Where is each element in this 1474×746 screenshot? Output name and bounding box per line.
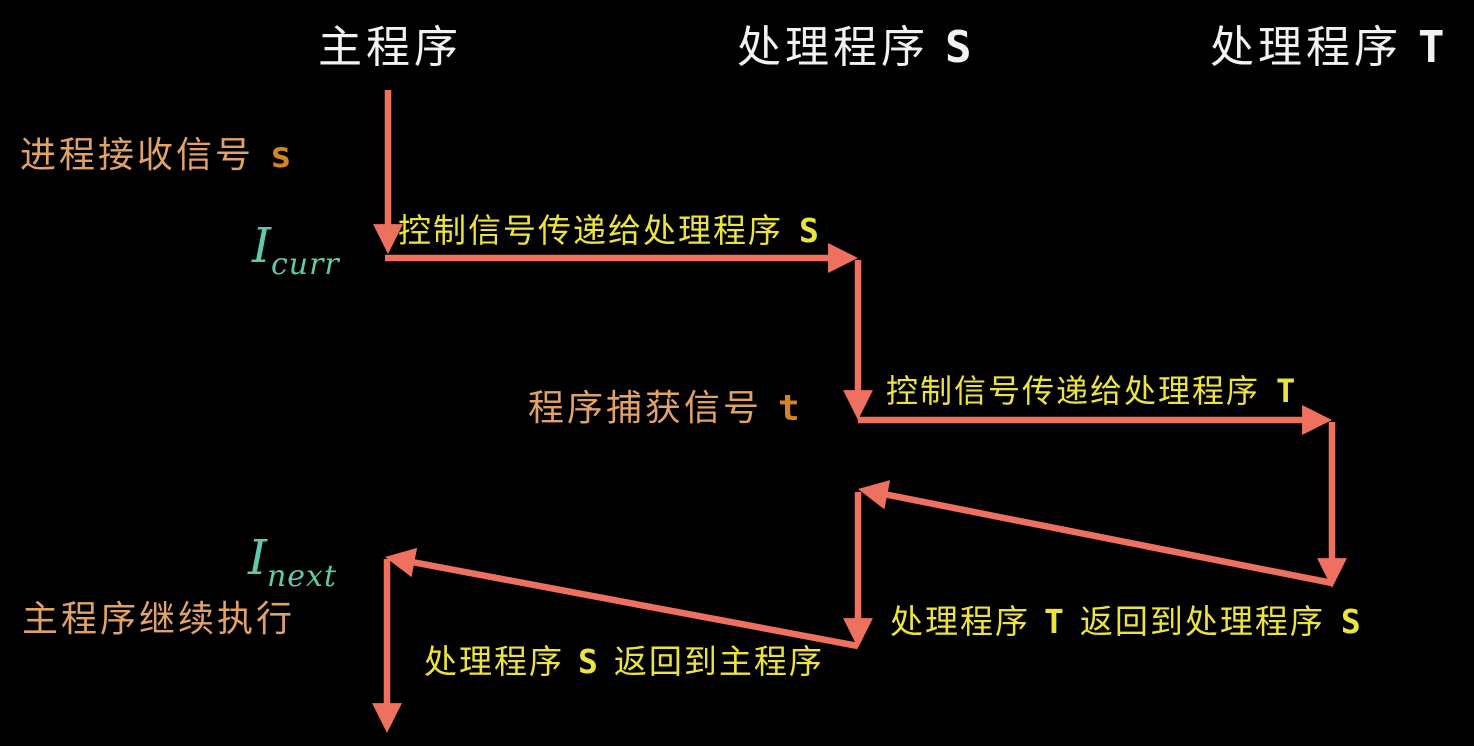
receive-signal-text: 进程接收信号 — [20, 135, 255, 176]
annotation-handler-t-returns: 处理程序 T 返回到处理程序 S — [890, 605, 1363, 638]
t-returns-part2: 返回到处理程序 — [1079, 602, 1325, 641]
t-returns-part1: 处理程序 — [890, 602, 1030, 641]
instruction-i-curr: Icurr — [252, 222, 340, 280]
i-next-base: I — [248, 530, 267, 586]
handler-t-return-arrow — [858, 480, 1333, 587]
s-returns-part1: 处理程序 — [424, 642, 564, 681]
event-main-program-continues: 主程序继续执行 — [22, 602, 295, 638]
event-process-receives-signal: 进程接收信号 s — [20, 138, 295, 174]
i-curr-subscript: curr — [270, 247, 340, 282]
t-returns-letter2: S — [1340, 602, 1363, 641]
handler-s-return-arrow — [384, 547, 859, 650]
annotation-handler-s-returns: 处理程序 S 返回到主程序 — [424, 645, 824, 678]
column-header-main-program: 主程序 — [318, 26, 462, 70]
catch-signal-letter: t — [778, 388, 803, 429]
t-returns-letter1: T — [1044, 602, 1066, 641]
transfer-to-s-letter: S — [799, 211, 821, 250]
transfer-to-t-letter: T — [1276, 372, 1298, 410]
transfer-to-s-text: 控制信号传递给处理程序 — [398, 211, 783, 250]
s-returns-part2: 返回到主程序 — [613, 642, 824, 681]
handler-t-letter: T — [1418, 22, 1449, 73]
s-returns-letter1: S — [578, 642, 600, 681]
i-next-subscript: next — [266, 559, 338, 594]
receive-signal-letter: s — [270, 135, 295, 176]
handler-s-title: 处理程序 — [737, 22, 929, 73]
handler-s-letter: S — [945, 22, 976, 73]
annotation-transfer-to-handler-t: 控制信号传递给处理程序 T — [886, 375, 1297, 407]
catch-signal-text: 程序捕获信号 — [528, 388, 763, 429]
i-curr-base: I — [252, 218, 271, 274]
event-program-catches-signal: 程序捕获信号 t — [528, 391, 803, 427]
instruction-i-next: Inext — [248, 534, 337, 592]
main-program-title: 主程序 — [318, 22, 462, 73]
annotation-transfer-to-handler-s: 控制信号传递给处理程序 S — [398, 214, 821, 247]
handler-t-title: 处理程序 — [1210, 22, 1402, 73]
main-continues-text: 主程序继续执行 — [22, 599, 296, 640]
transfer-to-t-text: 控制信号传递给处理程序 — [886, 372, 1261, 410]
